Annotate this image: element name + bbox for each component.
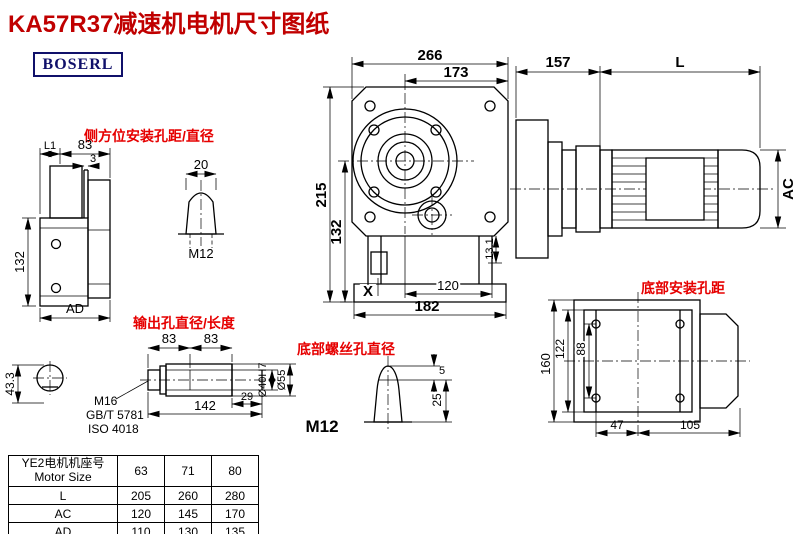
table-header-line2: Motor Size [34,470,92,484]
dim-shaft-bore-dia: Ø40H7 [257,363,269,398]
label-bottom-screw-hole: 底部螺丝孔直径 [297,341,395,357]
dim-bottom-hole-offset: 47 [610,418,624,432]
side-mount-hole [50,282,62,294]
dim-side-hole-depth: 20 [194,157,208,172]
flange-face [699,313,739,409]
row-label: AC [8,504,118,523]
dim-side-gearbox-length: 157 [545,54,570,71]
left-view: L1 83 3 132 AD [12,137,111,322]
table-cell: 170 [211,504,259,523]
dim-screw-tip-len: 5 [439,365,445,377]
dim-side-motor-height: AC [780,178,797,200]
motor-size-table: YE2电机机座号 Motor Size 63 71 80 L 205 260 2… [8,455,259,534]
row-label: AD [8,522,118,534]
table-header-motor-size: YE2电机机座号 Motor Size [8,455,118,487]
page-title: KA57R37减速机电机尺寸图纸 [8,11,330,38]
label-output-hole: 输出孔直径/长度 [133,315,235,331]
dim-shaft-bolt: M16 [94,394,118,408]
table-size-71: 71 [164,455,212,487]
table-cell: 260 [164,486,212,505]
dim-shaft-flat-height: 43.3 [3,372,17,396]
table-row-AC: AC 120 145 170 [8,504,259,523]
dim-left-l1: L1 [44,140,56,152]
side-mount-hole [50,238,62,250]
table-size-80: 80 [211,455,259,487]
bottom-screw-detail: 5 25 M12 [305,354,452,436]
dim-shaft-len-b: 83 [204,331,218,346]
gearbox-left-body [39,217,89,307]
dim-shaft-std-gb: GB/T 5781 [86,408,144,422]
table-cell: 280 [211,486,259,505]
table-size-63: 63 [117,455,165,487]
dim-front-overall-height: 215 [313,182,330,207]
dim-front-upper-width: 173 [443,64,468,81]
gearbox-flange-outline [351,86,509,237]
label-side-mount-holes: 侧方位安装孔距/直径 [84,128,214,144]
table-cell: 120 [117,504,165,523]
output-shaft-view: 43.3 83 83 29 142 M16 [3,331,296,436]
side-hole-detail: 20 M12 [178,157,224,261]
fan-cover [717,149,761,229]
dim-side-motor-length: L [675,54,684,71]
table-row-header: YE2电机机座号 Motor Size 63 71 80 [8,455,259,487]
label-bottom-mount-holes: 底部安装孔距 [641,280,725,296]
mount-hole [675,319,685,329]
dim-shaft-len-a: 83 [162,331,176,346]
dim-front-base-width: 182 [414,298,439,315]
table-cell: 145 [164,504,212,523]
dim-bottom-inner: 122 [553,339,567,359]
dim-bottom-hole-span: 88 [574,342,588,356]
dim-left-width: AD [66,301,84,316]
table-row-AD: AD 110 130 135 [8,522,259,534]
table-cell: 135 [211,522,259,534]
motor-frame [645,157,705,221]
dim-side-hole-thread: M12 [188,246,213,261]
dim-shaft-key-len: 29 [241,391,253,403]
dim-front-side-offset: 13.1 [484,238,496,259]
dim-left-height: 132 [12,251,27,273]
front-view: X 266 173 215 132 13.1 120 [313,47,509,319]
boserl-logo: BOSERL [33,52,123,77]
dim-screw-thread-len: 25 [430,393,444,407]
dim-bottom-overall: 160 [538,353,553,375]
dim-shaft-total-len: 142 [194,398,216,413]
mount-hole [675,393,685,403]
table-header-line1: YE2电机机座号 [21,456,105,471]
screw-plug-shape [373,365,403,423]
dim-left-plate: 3 [90,153,96,165]
dim-left-depth: 83 [78,137,92,152]
table-cell: 130 [164,522,212,534]
dim-front-overall-width: 266 [417,47,442,64]
thread-plug-shape [185,192,217,235]
side-view: 157 L AC [510,54,797,259]
bottom-view: 160 122 88 47 105 [538,292,750,438]
dim-bottom-flange-offset: 105 [680,418,700,432]
table-cell: 205 [117,486,165,505]
dim-shaft-outer-dia: Ø55 [276,370,288,391]
dim-front-foot-span: 120 [437,278,459,293]
row-label: L [8,486,118,505]
table-cell: 110 [117,522,165,534]
oil-plug [370,251,388,275]
boserl-logo-text: BOSERL [42,55,114,73]
table-row-L: L 205 260 280 [8,486,259,505]
dim-screw-thread: M12 [305,417,338,436]
dim-front-lower-height: 132 [328,219,345,244]
dim-section-mark: X [363,283,373,300]
dim-shaft-std-iso: ISO 4018 [88,422,139,436]
